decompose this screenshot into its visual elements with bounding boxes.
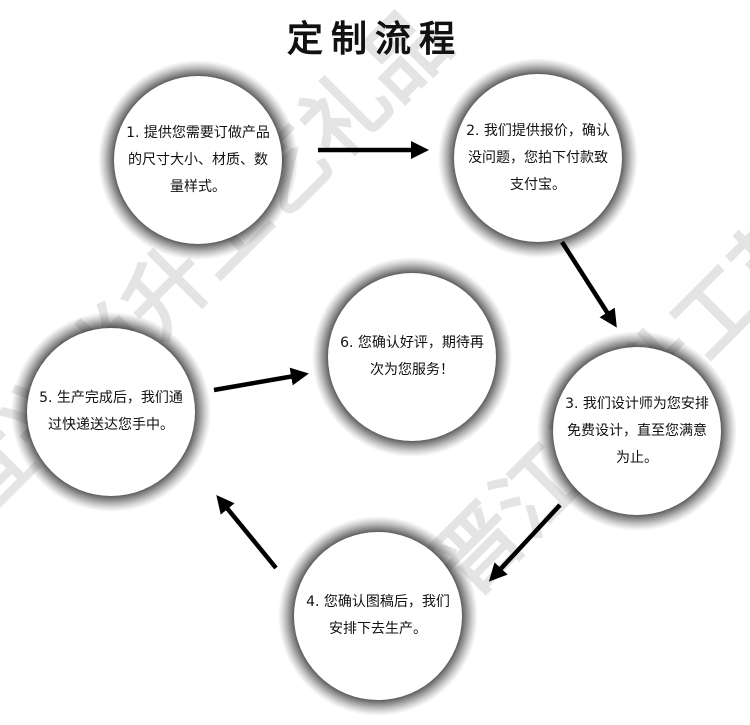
step-6-text: 6. 您确认好评，期待再次为您服务！ [340, 335, 484, 378]
step-4: 4. 您确认图稿后，我们安排下去生产。 [288, 526, 468, 706]
step-2: 2. 我们提供报价，确认没问题，您拍下付款致支付宝。 [448, 68, 628, 248]
step-3-text: 3. 我们设计师为您安排免费设计，直至您满意为止。 [565, 395, 709, 466]
step-5: 5. 生产完成后，我们通过快递送达您手中。 [21, 322, 201, 502]
step-6: 6. 您确认好评，期待再次为您服务！ [322, 267, 502, 447]
step-1-text: 1. 提供您需要订做产品的尺寸大小、材质、数量样式。 [126, 124, 270, 195]
arrow-4-to-5 [216, 495, 278, 570]
step-1: 1. 提供您需要订做产品的尺寸大小、材质、数量样式。 [108, 70, 288, 250]
circle-step-2 [438, 58, 638, 258]
circle-step-3 [537, 331, 737, 531]
circle-step-4 [278, 516, 478, 716]
circle-step-1 [98, 60, 298, 260]
arrow-3-to-4 [488, 503, 562, 582]
circle-step-6 [312, 257, 512, 457]
arrow-5-to-6 [213, 367, 309, 393]
step-4-text: 4. 您确认图稿后，我们安排下去生产。 [306, 594, 450, 637]
circle-step-5 [11, 312, 211, 512]
step-5-text: 5. 生产完成后，我们通过快递送达您手中。 [39, 390, 183, 433]
page-title: 定制流程 [286, 18, 463, 60]
step-3: 3. 我们设计师为您安排免费设计，直至您满意为止。 [547, 341, 727, 521]
arrow-2-to-3 [560, 240, 617, 328]
step-2-text: 2. 我们提供报价，确认没问题，您拍下付款致支付宝。 [466, 122, 610, 193]
